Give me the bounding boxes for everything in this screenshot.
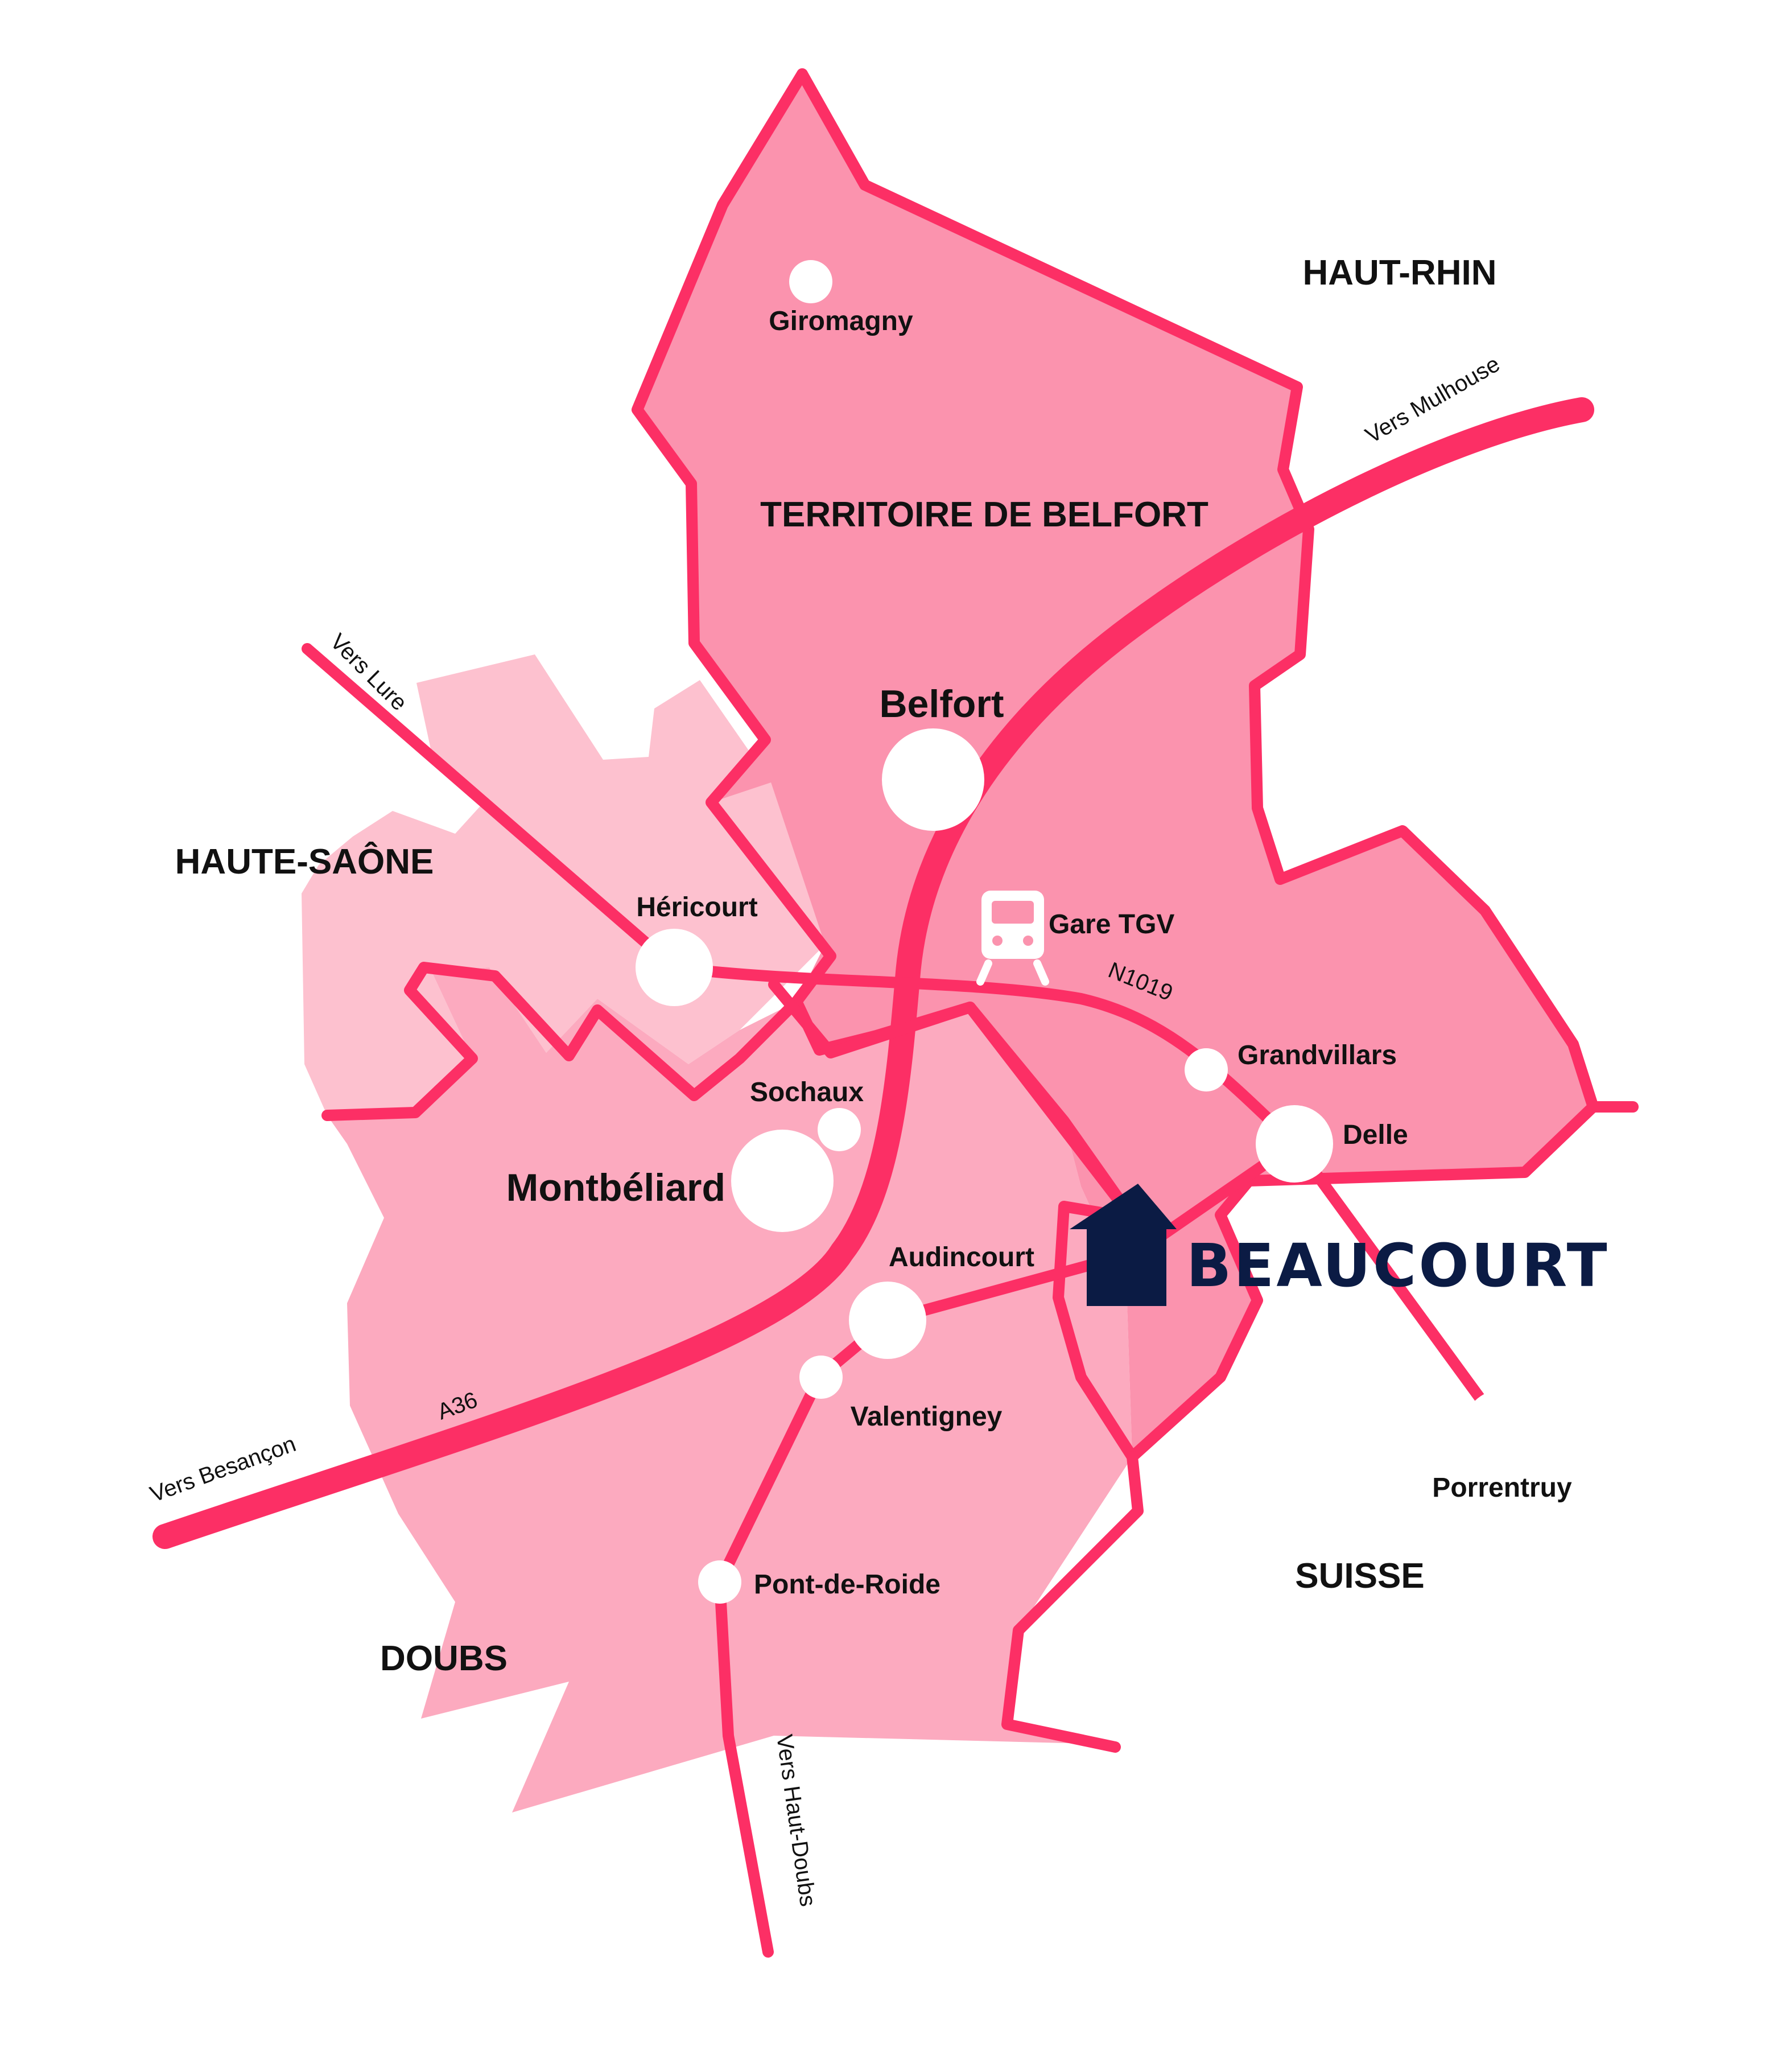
road-lure xyxy=(302,643,680,973)
town-dot-montbeliard xyxy=(731,1130,834,1232)
town-dot-audincourt xyxy=(849,1282,926,1359)
region-label-territoire: TERRITOIRE DE BELFORT xyxy=(760,495,1208,534)
town-dot-sochaux xyxy=(818,1108,861,1151)
city-label-valentigney: Valentigney xyxy=(851,1402,1003,1432)
city-label-giromagny: Giromagny xyxy=(769,306,913,336)
city-label-grandvillars: Grandvillars xyxy=(1238,1040,1397,1070)
road-sochaux-beaucourt xyxy=(768,979,1138,1224)
road-label-vers-haut-doubs: Vers Haut-Doubs xyxy=(772,1733,820,1908)
house-icon xyxy=(1070,1184,1177,1306)
city-label-delle: Delle xyxy=(1343,1120,1408,1150)
region-doubs-area xyxy=(327,967,1132,1813)
city-label-pont-de-roide: Pont-de-Roide xyxy=(754,1570,940,1600)
town-dot-pont-de-roide xyxy=(698,1560,741,1604)
train-icon xyxy=(976,891,1049,986)
city-label-sochaux: Sochaux xyxy=(750,1077,864,1107)
road-porrentruy xyxy=(1289,1138,1508,1434)
town-dot-valentigney xyxy=(799,1356,843,1399)
town-dot-hericourt xyxy=(636,929,713,1006)
beaucourt-label: BEAUCOURT xyxy=(1186,1231,1610,1300)
towns xyxy=(636,260,1541,1604)
city-label-hericourt: Héricourt xyxy=(636,892,757,922)
region-label-doubs: DOUBS xyxy=(380,1639,508,1678)
region-territoire-area xyxy=(637,74,1593,1457)
gare-tgv-label: Gare TGV xyxy=(1049,909,1174,940)
town-dot-delle xyxy=(1256,1105,1333,1183)
region-label-haut-rhin: HAUT-RHIN xyxy=(1303,253,1497,293)
town-dot-belfort xyxy=(882,728,984,831)
region-label-haute-saone: HAUTE-SAÔNE xyxy=(175,842,434,881)
town-dot-giromagny xyxy=(789,260,832,303)
city-label-porrentruy: Porrentruy xyxy=(1432,1473,1572,1503)
town-dot-porrentruy xyxy=(1463,1390,1541,1467)
city-label-audincourt: Audincourt xyxy=(889,1242,1034,1272)
region-label-suisse: SUISSE xyxy=(1295,1556,1424,1596)
city-label-belfort: Belfort xyxy=(879,682,1004,726)
city-label-montbeliard: Montbéliard xyxy=(506,1166,725,1209)
town-dot-grandvillars xyxy=(1185,1048,1228,1091)
